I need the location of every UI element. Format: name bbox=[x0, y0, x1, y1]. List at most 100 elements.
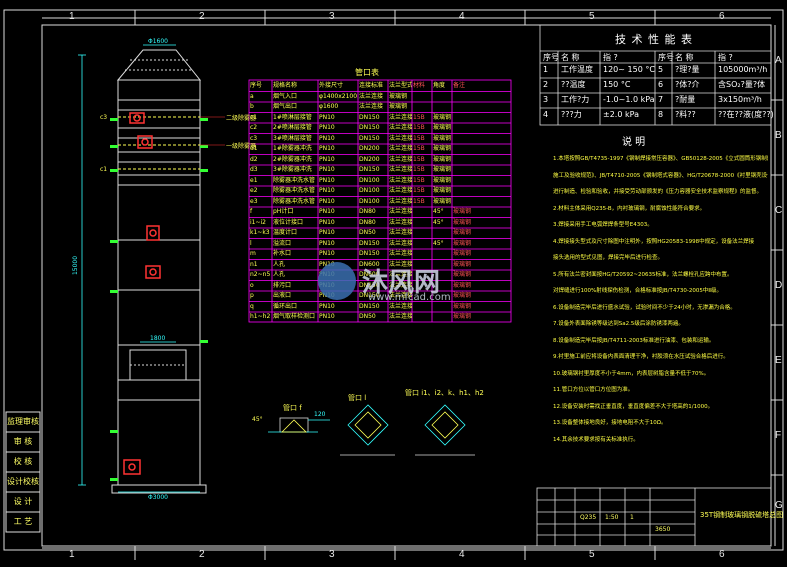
table-cell: 法兰连接 bbox=[359, 103, 384, 110]
table-cell: 2#除雾器冲洗 bbox=[273, 155, 312, 163]
table-cell: 法兰连接 bbox=[389, 166, 412, 173]
table-cell: 玻璃钢 bbox=[453, 313, 472, 320]
tech-table-title: 技 术 性 能 表 bbox=[615, 33, 693, 46]
table-cell: 玻璃钢 bbox=[433, 145, 452, 152]
tech-header-cell: 名 称 bbox=[561, 53, 580, 62]
table-cell: PN10 bbox=[319, 197, 335, 205]
table-cell: d3 bbox=[250, 166, 258, 173]
left-label: 监理审核 bbox=[7, 417, 39, 426]
note-line: 接头选用的型式见图，焊接完毕后进行检查。 bbox=[553, 255, 664, 261]
table-cell: e2 bbox=[250, 187, 258, 194]
note-line: 12.设备安装时需找正垂直度，垂直度偏差不大于塔高的1/1000。 bbox=[553, 403, 714, 410]
table-cell: 法兰连接 bbox=[389, 155, 412, 163]
table-cell: p bbox=[250, 292, 254, 299]
tech-cell: ???力 bbox=[561, 110, 582, 119]
tech-cell: 6 bbox=[658, 80, 664, 89]
table-cell: 出液口 bbox=[273, 292, 292, 299]
table-cell: DN100 bbox=[359, 197, 380, 205]
material: Q235 bbox=[580, 514, 597, 521]
table-cell: 15B bbox=[413, 134, 425, 142]
table-cell: DN80 bbox=[359, 218, 376, 226]
table-header-cell: 材料 bbox=[413, 82, 426, 89]
table-cell: 法兰连接 bbox=[389, 292, 412, 299]
col-label: 1 bbox=[69, 11, 75, 22]
note-line: 13.设备整体接地良好，接地电阻不大于10Ω。 bbox=[553, 420, 667, 426]
table-cell: 除雾器冲洗水管 bbox=[273, 197, 316, 205]
table-cell: 法兰连接 bbox=[389, 176, 412, 184]
tech-cell: ?理?量 bbox=[675, 65, 700, 74]
demister-label-a: 二级除雾器 bbox=[226, 115, 257, 122]
left-label: 审 核 bbox=[13, 437, 33, 446]
table-cell: 玻璃钢 bbox=[433, 197, 452, 205]
col-label: 2 bbox=[199, 11, 205, 22]
table-cell: h1~h2 bbox=[250, 313, 271, 320]
table-cell: m bbox=[250, 250, 256, 257]
table-cell: DN150 bbox=[359, 250, 380, 257]
mid-dim: 1800 bbox=[150, 335, 166, 342]
detail-view-i bbox=[415, 404, 475, 456]
table-cell: 人孔 bbox=[273, 271, 286, 278]
table-cell: PN10 bbox=[319, 166, 335, 173]
detail-view-f-title: 管口 f bbox=[283, 404, 302, 412]
table-cell: d1 bbox=[250, 145, 258, 152]
left-label: 校 核 bbox=[13, 457, 33, 466]
note-line: 4.焊接接头型式及尺寸除图中注明外，按照HG20583-1998中规定，设备法兰… bbox=[553, 238, 755, 245]
table-cell: 玻璃钢 bbox=[453, 218, 472, 226]
table-cell: f bbox=[250, 208, 253, 215]
table-cell: DN150 bbox=[359, 113, 380, 121]
table-cell: 1#除雾器冲洗 bbox=[273, 145, 312, 152]
tech-header-cell: 指 ? bbox=[718, 53, 733, 62]
sheet-number: 1 bbox=[630, 514, 634, 521]
tech-header-cell: 序号 bbox=[543, 53, 559, 62]
table-cell: PN10 bbox=[319, 239, 335, 247]
table-cell: DN150 bbox=[359, 239, 380, 247]
table-cell: e3 bbox=[250, 197, 258, 205]
watermark-logo-icon bbox=[318, 262, 356, 300]
tech-header-cell: 指 ? bbox=[603, 53, 618, 62]
table-cell: 补水口 bbox=[273, 250, 292, 257]
table-cell: 玻璃钢 bbox=[453, 271, 472, 278]
tech-cell: 3 bbox=[543, 95, 549, 104]
table-cell: n2~n5 bbox=[250, 271, 271, 278]
table-header-cell: 序号 bbox=[250, 82, 263, 89]
table-cell: 玻璃钢 bbox=[433, 166, 452, 173]
note-line: 施工及验收规范》、JB/T4710-2005《钢制塔式容器》、HG/T20678… bbox=[553, 172, 768, 179]
detail-view-f-angle: 45° bbox=[252, 416, 263, 423]
table-cell: 玻璃钢 bbox=[433, 187, 452, 194]
table-cell: 法兰连接 bbox=[389, 281, 412, 289]
col-label: 6 bbox=[719, 11, 725, 22]
detail-view-l bbox=[340, 404, 395, 456]
table-cell: 法兰连接 bbox=[389, 229, 412, 236]
table-cell: q bbox=[250, 302, 254, 310]
col-label: 2 bbox=[199, 549, 205, 560]
table-cell: 45° bbox=[433, 208, 444, 215]
table-cell: PN10 bbox=[319, 302, 335, 310]
col-label: 6 bbox=[719, 549, 725, 560]
table-header-cell: 法兰型式 bbox=[389, 82, 412, 89]
table-cell: DN200 bbox=[359, 155, 380, 163]
table-cell: 1#喷淋层接管 bbox=[273, 113, 312, 121]
tech-cell: 工作温度 bbox=[561, 65, 593, 74]
tech-cell: 8 bbox=[658, 110, 664, 119]
height-dim: 15000 bbox=[72, 255, 80, 276]
note-line: 10.玻璃钢衬里厚度不小于4mm，内表层树脂含量不低于70%。 bbox=[553, 370, 710, 377]
table-cell: 玻璃钢 bbox=[433, 113, 452, 121]
table-header-cell: 规格名称 bbox=[273, 82, 298, 89]
table-cell: 除雾器冲洗水管 bbox=[273, 187, 316, 194]
table-cell: 玻璃钢 bbox=[453, 281, 472, 289]
table-cell: DN50 bbox=[359, 313, 376, 320]
nozzle-label-c3: c3 bbox=[100, 114, 108, 121]
table-cell: 法兰连接 bbox=[389, 250, 412, 257]
table-cell: 法兰连接 bbox=[389, 239, 412, 247]
nozzle-table-title: 管口表 bbox=[355, 68, 379, 77]
table-cell: 溢流口 bbox=[273, 239, 292, 247]
inner-frame bbox=[41, 24, 772, 547]
table-cell: DN150 bbox=[359, 166, 380, 173]
table-cell: b bbox=[250, 103, 254, 110]
table-cell: 法兰连接 bbox=[389, 134, 412, 142]
tech-cell: 2 bbox=[543, 80, 549, 89]
tech-cell: 105000m³/h bbox=[718, 65, 768, 74]
table-cell: 法兰连接 bbox=[389, 197, 412, 205]
outer-frame bbox=[3, 9, 784, 551]
table-cell: k1~k3 bbox=[250, 229, 270, 236]
